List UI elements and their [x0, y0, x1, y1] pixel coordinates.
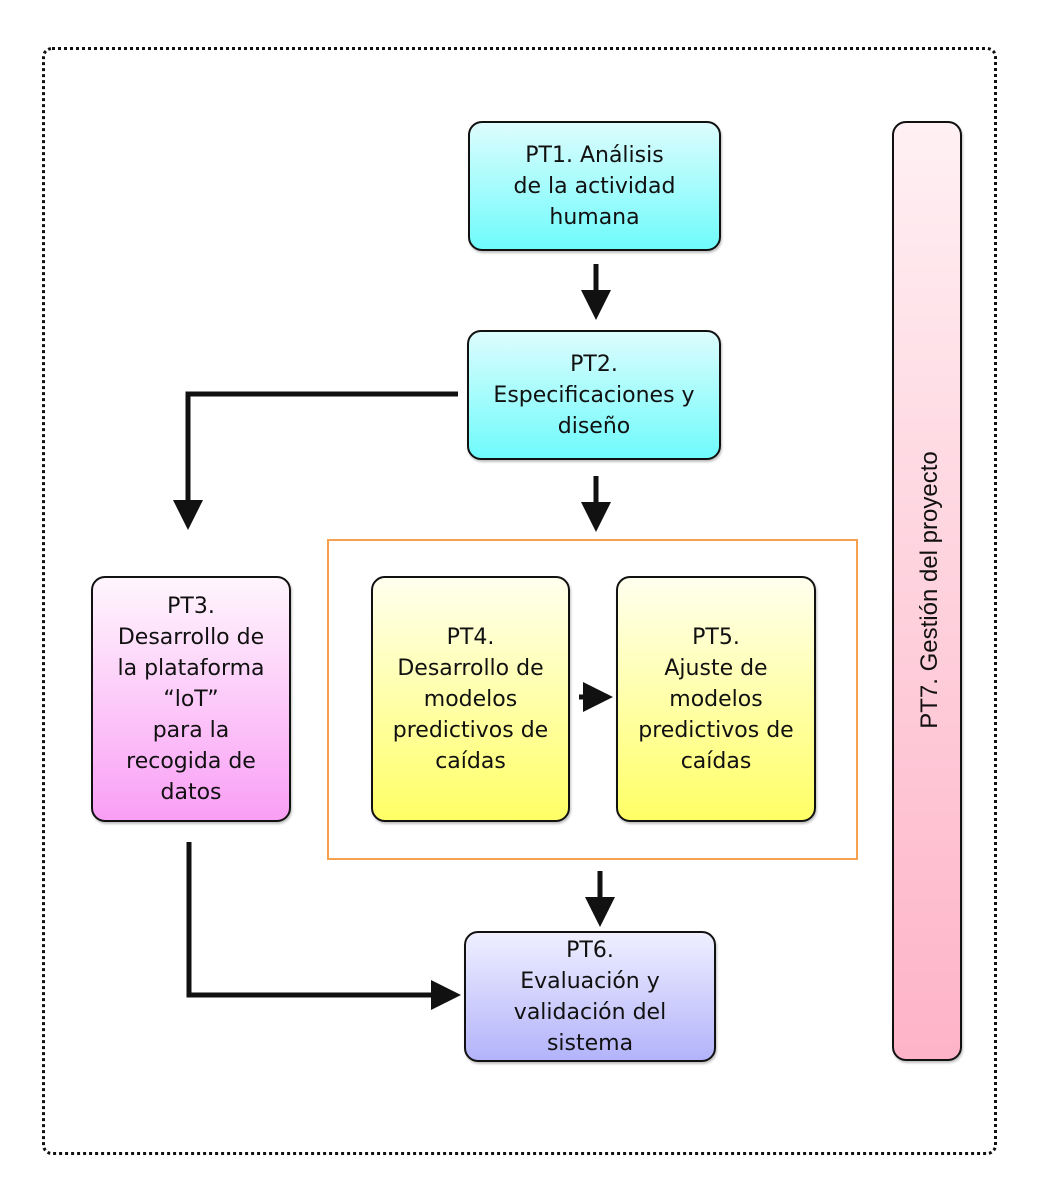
- node-pt4[interactable]: PT4. Desarrollo de modelos predictivos d…: [371, 576, 570, 822]
- node-pt7[interactable]: [892, 121, 962, 1061]
- node-pt4-label: PT4. Desarrollo de modelos predictivos d…: [392, 624, 549, 774]
- node-pt2[interactable]: PT2. Especificaciones y diseño: [467, 330, 721, 460]
- node-pt3[interactable]: PT3. Desarrollo de la plataforma “loT” p…: [91, 576, 291, 822]
- node-pt2-label: PT2. Especificaciones y diseño: [493, 351, 695, 439]
- node-pt5-label: PT5. Ajuste de modelos predictivos de ca…: [638, 624, 794, 774]
- diagram-frame: [42, 47, 997, 1155]
- node-pt6[interactable]: PT6. Evaluación y validación del sistema: [464, 931, 716, 1062]
- node-pt1[interactable]: PT1. Análisis de la actividad humana: [468, 121, 721, 251]
- arrow-pt2-pt3: [173, 391, 458, 530]
- node-pt7-label: PT7. Gestión del proyecto: [916, 451, 943, 729]
- node-pt6-label: PT6. Evaluación y validación del sistema: [513, 937, 667, 1056]
- node-pt1-label: PT1. Análisis de la actividad humana: [513, 142, 676, 230]
- node-pt3-label: PT3. Desarrollo de la plataforma “loT” p…: [117, 593, 265, 805]
- pt4-pt5-group: [327, 539, 858, 860]
- arrow-pt3-pt6: [186, 842, 461, 1010]
- node-pt5[interactable]: PT5. Ajuste de modelos predictivos de ca…: [616, 576, 816, 822]
